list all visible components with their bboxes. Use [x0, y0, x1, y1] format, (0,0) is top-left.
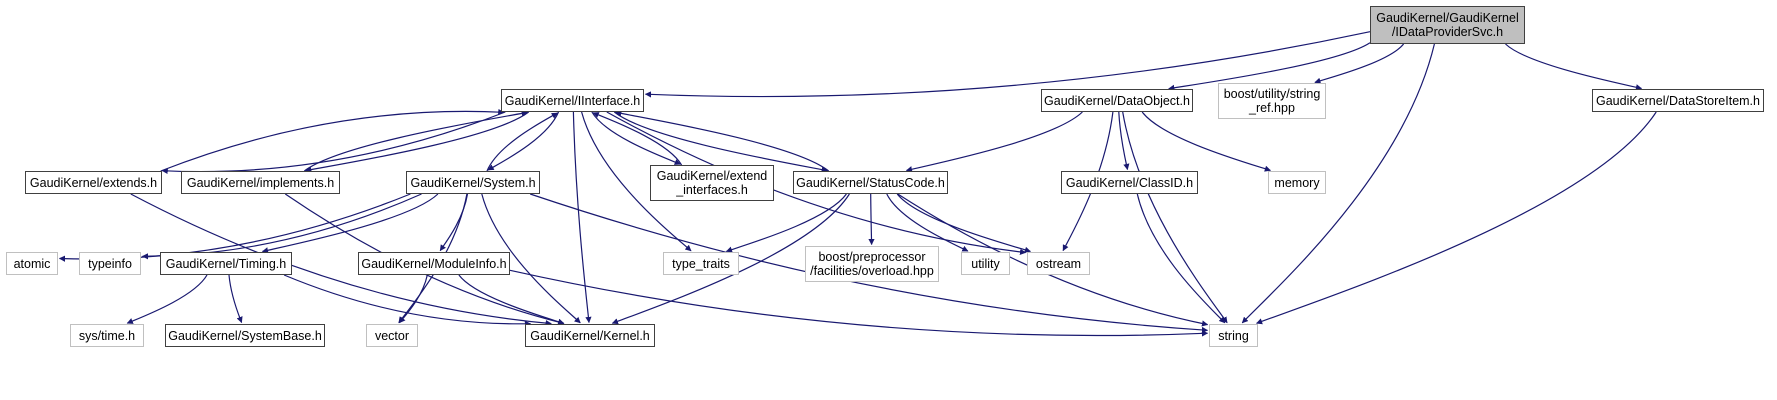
- edge-statuscode-to-type_traits: [725, 193, 847, 253]
- node-extend_interfaces[interactable]: GaudiKernel/extend _interfaces.h: [650, 165, 774, 201]
- edge-statuscode-to-overload: [868, 193, 875, 246]
- edge-system-to-iinterface: [486, 112, 558, 172]
- edge-moduleinfo-to-kernel: [458, 274, 565, 325]
- node-iinterface[interactable]: GaudiKernel/IInterface.h: [501, 89, 644, 112]
- edge-extends-to-iinterface: [160, 108, 505, 172]
- edge-datastoreitem-to-string: [1256, 111, 1657, 325]
- edge-classid-to-string: [1136, 193, 1226, 324]
- node-statuscode[interactable]: GaudiKernel/StatusCode.h: [793, 171, 948, 194]
- edge-iinterface-to-extend_interfaces: [591, 111, 681, 165]
- edge-iinterface-to-statuscode: [613, 111, 828, 173]
- edge-iinterface-to-implements: [305, 111, 530, 173]
- node-systime[interactable]: sys/time.h: [70, 324, 144, 347]
- edge-timing-to-systime: [126, 274, 208, 324]
- edge-dataobject-to-memory: [1141, 111, 1271, 172]
- node-string[interactable]: string: [1209, 324, 1258, 347]
- node-system[interactable]: GaudiKernel/System.h: [406, 171, 540, 194]
- edge-iinterface-to-kernel: [572, 111, 592, 324]
- node-datastoreitem[interactable]: GaudiKernel/DataStoreItem.h: [1592, 89, 1764, 112]
- edge-dataobject-to-string: [1122, 111, 1228, 324]
- node-utility[interactable]: utility: [961, 252, 1010, 275]
- node-timing[interactable]: GaudiKernel/Timing.h: [160, 252, 292, 275]
- edge-statuscode-to-ostream: [896, 193, 1031, 253]
- node-typeinfo[interactable]: typeinfo: [79, 252, 141, 275]
- node-kernel[interactable]: GaudiKernel/Kernel.h: [525, 324, 655, 347]
- edge-idataprovidersvc-to-datastoreitem: [1505, 43, 1643, 91]
- node-dataobject[interactable]: GaudiKernel/DataObject.h: [1041, 89, 1193, 112]
- node-type_traits[interactable]: type_traits: [663, 252, 739, 275]
- node-vector[interactable]: vector: [366, 324, 418, 347]
- edge-dataobject-to-classid: [1118, 111, 1130, 171]
- node-ostream[interactable]: ostream: [1027, 252, 1090, 275]
- edge-implements-to-iinterface: [303, 110, 528, 172]
- edge-iinterface-to-extends: [161, 111, 506, 175]
- node-classid[interactable]: GaudiKernel/ClassID.h: [1061, 171, 1198, 194]
- edge-system-to-timing: [261, 193, 439, 254]
- edge-statuscode-to-utility: [886, 193, 969, 252]
- edge-timing-to-kernel: [283, 274, 532, 327]
- edge-system-to-atomic: [58, 193, 411, 262]
- node-systembase[interactable]: GaudiKernel/SystemBase.h: [165, 324, 325, 347]
- node-extends[interactable]: GaudiKernel/extends.h: [25, 171, 162, 194]
- node-idataprovidersvc[interactable]: GaudiKernel/GaudiKernel /IDataProviderSv…: [1370, 6, 1525, 44]
- node-memory[interactable]: memory: [1268, 171, 1326, 194]
- node-string_ref[interactable]: boost/utility/string _ref.hpp: [1218, 83, 1326, 119]
- edge-idataprovidersvc-to-string_ref: [1314, 43, 1405, 84]
- node-moduleinfo[interactable]: GaudiKernel/ModuleInfo.h: [358, 252, 510, 275]
- edge-extend_interfaces-to-iinterface: [592, 112, 683, 166]
- edge-iinterface-to-system: [487, 111, 560, 171]
- edge-statuscode-to-iinterface: [615, 110, 830, 172]
- node-overload[interactable]: boost/preprocessor /facilities/overload.…: [805, 246, 939, 282]
- node-atomic[interactable]: atomic: [6, 252, 58, 275]
- edge-system-to-typeinfo: [141, 193, 422, 260]
- edge-moduleinfo-to-vector: [399, 274, 428, 324]
- edge-timing-to-systembase: [228, 274, 243, 324]
- edge-system-to-moduleinfo: [439, 193, 469, 252]
- node-implements[interactable]: GaudiKernel/implements.h: [181, 171, 340, 194]
- edge-idataprovidersvc-to-dataobject: [1168, 42, 1371, 91]
- edge-dataobject-to-statuscode: [905, 111, 1083, 173]
